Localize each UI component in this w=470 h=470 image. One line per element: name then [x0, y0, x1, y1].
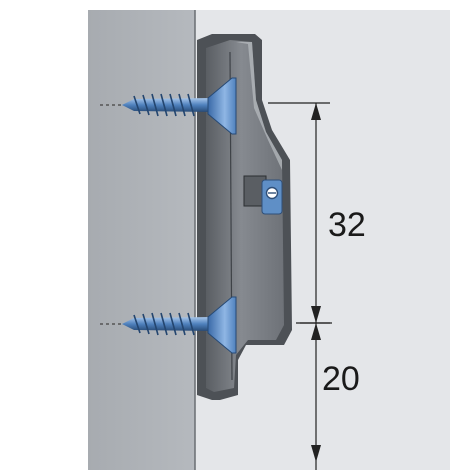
- lower-screw-icon: [100, 296, 237, 354]
- mounting-plate-highlight: [236, 42, 282, 170]
- dimension-lines: [268, 102, 332, 470]
- arrow-bottom-icon: [311, 445, 321, 462]
- arrow-top-icon: [311, 103, 321, 120]
- arrow-mid-down-icon: [311, 323, 321, 340]
- upper-screw-icon: [100, 77, 237, 135]
- arrow-mid-up-icon: [311, 306, 321, 323]
- dimension-label-upper: 32: [328, 206, 366, 244]
- cabinet-side-wall: [88, 10, 195, 470]
- dimension-label-lower: 20: [322, 360, 360, 398]
